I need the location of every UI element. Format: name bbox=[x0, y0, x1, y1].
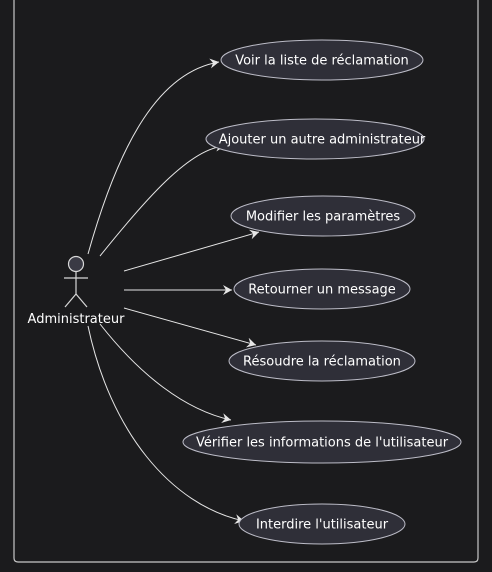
use-case-ellipse bbox=[233, 268, 411, 310]
actor-left-leg bbox=[64, 293, 77, 308]
arrow-interdire-utilisateur bbox=[87, 325, 245, 524]
arrow-ajouter-admin bbox=[99, 141, 226, 257]
actor-right-leg bbox=[75, 293, 88, 308]
use-case-ellipse bbox=[230, 195, 416, 237]
use-case-label: Interdire l'utilisateur bbox=[256, 518, 389, 533]
use-case-label: Voir la liste de réclamation bbox=[235, 54, 409, 69]
arrow-resoudre-reclamation bbox=[123, 307, 257, 348]
actor-head bbox=[67, 255, 85, 273]
use-case-voir-liste[interactable]: Voir la liste de réclamation bbox=[220, 39, 424, 81]
use-case-ellipse bbox=[228, 340, 416, 382]
use-case-label: Résoudre la réclamation bbox=[243, 355, 401, 370]
use-case-modifier-parametres[interactable]: Modifier les paramètres bbox=[230, 195, 416, 237]
use-case-interdire-utilisateur[interactable]: Interdire l'utilisateur bbox=[238, 503, 406, 545]
use-case-ajouter-admin[interactable]: Ajouter un autre administrateur bbox=[205, 118, 426, 160]
arrow-voir-liste bbox=[87, 58, 220, 255]
use-case-verifier-infos[interactable]: Vérifier les informations de l'utilisate… bbox=[182, 420, 462, 464]
actor-label: Administrateur bbox=[28, 312, 126, 327]
use-case-retourner-message[interactable]: Retourner un message bbox=[233, 268, 411, 310]
use-case-label: Ajouter un autre administrateur bbox=[219, 133, 426, 148]
associations bbox=[87, 58, 260, 524]
use-case-label: Modifier les paramètres bbox=[246, 210, 401, 225]
use-case-ellipse bbox=[205, 118, 425, 160]
use-case-ellipse bbox=[182, 420, 462, 464]
actor-administrateur[interactable]: Administrateur bbox=[28, 255, 126, 328]
system-boundary bbox=[13, 0, 479, 563]
use-case-resoudre-reclamation[interactable]: Résoudre la réclamation bbox=[228, 340, 416, 382]
arrow-verifier-infos bbox=[99, 323, 232, 423]
use-case-label: Vérifier les informations de l'utilisate… bbox=[196, 436, 449, 451]
use-case-ellipse bbox=[238, 503, 406, 545]
arrow-modifier-parametres bbox=[123, 229, 260, 272]
use-case-ellipse bbox=[220, 39, 424, 81]
use-case-label: Retourner un message bbox=[248, 283, 396, 298]
